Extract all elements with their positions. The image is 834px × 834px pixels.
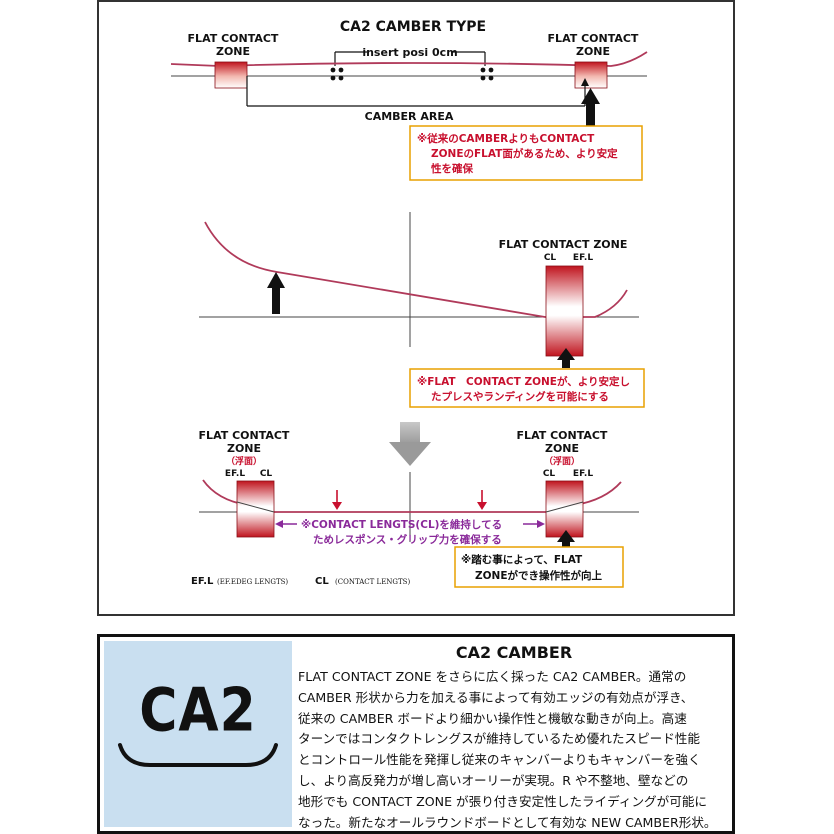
bottom-float-left: （浮面） bbox=[226, 455, 262, 467]
info-line: ターンではコンタクトレングスが維持しているため優れたスピード性能 bbox=[298, 731, 700, 747]
bottom-up-arrow bbox=[557, 530, 575, 542]
bottom-cl-right: CL bbox=[543, 469, 556, 479]
board-profile-icon bbox=[118, 743, 278, 767]
logo-text: CA2 bbox=[139, 676, 257, 746]
info-line: FLAT CONTACT ZONE をさらに広く採った CA2 CAMBER。通… bbox=[298, 669, 687, 684]
info-panel: CA2 CA2 CAMBER FLAT CONTACT ZONE をさらに広く採… bbox=[97, 634, 735, 834]
bottom-down-arrow-right bbox=[477, 490, 487, 510]
info-line: なった。新たなオールラウンドボードとして有効な NEW CAMBER形状。 bbox=[298, 814, 717, 830]
middle-up-arrow-left bbox=[267, 272, 285, 288]
cl-note-line2: ためレスポンス・グリップ力を確保する bbox=[313, 533, 502, 546]
bottom-fcz-right-line2: ZONE bbox=[545, 442, 579, 455]
top-note-box bbox=[409, 125, 643, 181]
info-description: FLAT CONTACT ZONE をさらに広く採った CA2 CAMBER。通… bbox=[298, 667, 732, 833]
top-fcz-right-line2: ZONE bbox=[576, 45, 610, 58]
bottom-board-profile bbox=[202, 479, 622, 513]
middle-efl-label: EF.L bbox=[573, 253, 593, 263]
middle-fcz-title: FLAT CONTACT ZONE bbox=[499, 238, 628, 251]
bottom-fcz-left-line2: ZONE bbox=[227, 442, 261, 455]
top-fcz-left-line2: ZONE bbox=[216, 45, 250, 58]
top-note-line3: 性を確保 bbox=[431, 162, 473, 175]
top-note-line1: ※従来のCAMBERよりもCONTACT bbox=[417, 132, 595, 145]
top-contact-block-right bbox=[574, 61, 608, 89]
middle-note-line1: ※FLAT CONTACT ZONEが、より安定し bbox=[417, 375, 630, 388]
cl-arrow-right bbox=[523, 520, 545, 528]
legend-efl-abbr: EF.L bbox=[191, 576, 214, 587]
bottom-contact-block-left bbox=[236, 480, 275, 538]
top-fcz-left-line1: FLAT CONTACT bbox=[188, 32, 279, 45]
middle-note-box bbox=[409, 368, 645, 408]
middle-up-arrow-right bbox=[557, 348, 575, 360]
bottom-down-arrow-left bbox=[332, 490, 342, 510]
cl-arrow-left bbox=[275, 520, 297, 528]
top-fcz-right-line1: FLAT CONTACT bbox=[548, 32, 639, 45]
bottom-note-box bbox=[454, 546, 624, 588]
bottom-note-line1: ※踏む事によって、FLAT bbox=[461, 553, 583, 566]
diagram-title: CA2 CAMBER TYPE bbox=[340, 19, 486, 35]
bottom-fcz-left-line1: FLAT CONTACT bbox=[199, 429, 290, 442]
bottom-cl-left: CL bbox=[260, 469, 273, 479]
top-contact-block-left bbox=[214, 61, 248, 89]
diagram-panel: CA2 CAMBER TYPE FLAT CONTACT ZONE FLAT C… bbox=[97, 0, 735, 616]
camber-area-label: CAMBER AREA bbox=[365, 110, 454, 123]
ca2-camber-diagram: CA2 CAMBER TYPE FLAT CONTACT ZONE FLAT C… bbox=[170, 19, 648, 588]
info-line: し、より高反発力が増し高いオーリーが実現。R や不整地、壁などの bbox=[298, 772, 689, 788]
legend-efl-full: (EF.EDEG LENGTS) bbox=[217, 578, 288, 586]
insert-dots-left bbox=[330, 67, 344, 81]
legend-cl-full: (CONTACT LENGTS) bbox=[335, 578, 410, 586]
ca2-logo: CA2 bbox=[104, 641, 292, 827]
middle-cl-label: CL bbox=[544, 253, 557, 263]
bottom-note-line2: ZONEができ操作性が向上 bbox=[475, 569, 602, 582]
bottom-contact-block-right bbox=[545, 480, 584, 538]
info-title: CA2 CAMBER bbox=[455, 643, 573, 662]
camber-arrow-head bbox=[581, 78, 589, 86]
big-down-arrow bbox=[389, 442, 431, 466]
bottom-float-right: （浮面） bbox=[544, 455, 580, 467]
info-line: CAMBER 形状から力を加える事によって有効エッジの有効点が浮き、 bbox=[298, 689, 694, 705]
bottom-efl-left: EF.L bbox=[225, 469, 245, 479]
cl-note-line1: ※CONTACT LENGTS(CL)を維持してる bbox=[301, 518, 502, 531]
bottom-fcz-right-line1: FLAT CONTACT bbox=[517, 429, 608, 442]
info-line: 地形でも CONTACT ZONE が張り付き安定性したライディングが可能に bbox=[298, 793, 708, 809]
insert-dots-right bbox=[480, 67, 494, 81]
middle-contact-block bbox=[545, 265, 584, 357]
info-line: とコントロール性能を発揮し従来のキャンバーよりもキャンバーを強く bbox=[298, 752, 701, 768]
legend-cl-abbr: CL bbox=[315, 576, 329, 587]
info-line: 従来の CAMBER ボードより細かい操作性と機敏な動きが向上。高速 bbox=[298, 710, 687, 726]
insert-position-label: insert posi 0cm bbox=[362, 46, 457, 59]
top-up-arrow bbox=[581, 88, 600, 104]
middle-note-line2: たプレスやランディングを可能にする bbox=[431, 390, 609, 403]
bottom-efl-right: EF.L bbox=[573, 469, 593, 479]
middle-board-profile bbox=[204, 221, 628, 318]
top-note-line2: ZONEのFLAT面があるため、より安定 bbox=[431, 147, 618, 160]
top-board-profile bbox=[170, 51, 648, 67]
